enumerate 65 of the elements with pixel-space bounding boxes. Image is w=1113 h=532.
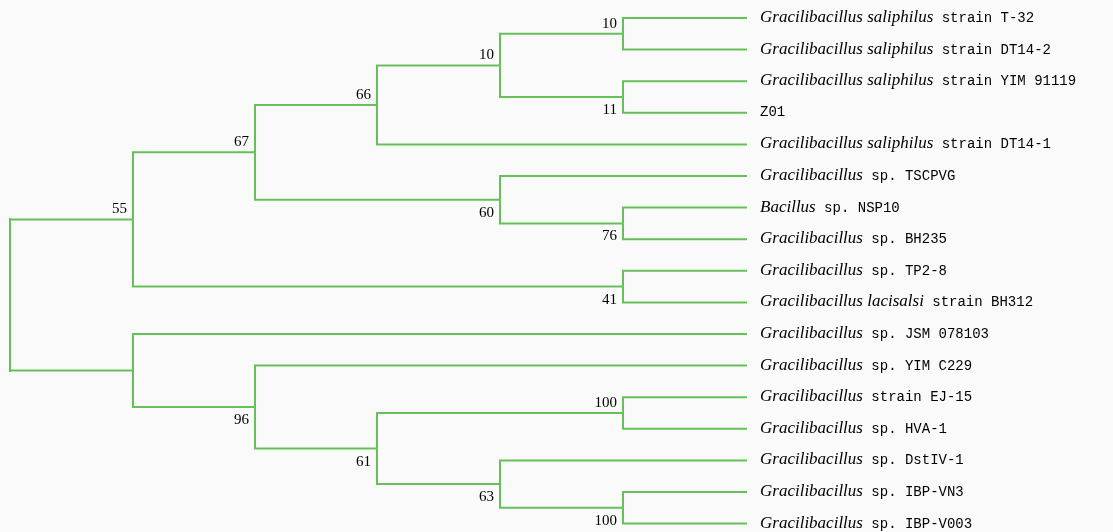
taxon-label: Gracilibacillus saliphilus strain YIM 91119 bbox=[760, 72, 1077, 90]
tree-branch bbox=[376, 103, 748, 146]
taxon-label: Gracilibacillus sp. JSM 078103 bbox=[760, 325, 989, 342]
tree-node-line bbox=[132, 333, 134, 409]
tree-branch bbox=[499, 32, 624, 67]
tree-branch bbox=[622, 32, 748, 51]
tree-branch bbox=[9, 218, 134, 221]
taxon-label: Gracilibacillus saliphilus strain T-32 bbox=[760, 9, 1035, 26]
bootstrap-value: 10 bbox=[577, 14, 617, 31]
taxon-label: Gracilibacillus lacisalsi strain BH312 bbox=[760, 293, 1034, 311]
tree-branch bbox=[622, 222, 748, 241]
tree-node-line bbox=[9, 218, 11, 372]
tree-branch bbox=[254, 406, 378, 450]
tree-branch bbox=[9, 369, 134, 372]
taxon-label: Gracilibacillus sp. IBP-VN3 bbox=[760, 483, 964, 500]
tree-branch bbox=[622, 206, 748, 225]
tree-branch bbox=[499, 483, 624, 509]
taxon-label: Gracilibacillus sp. TP2-8 bbox=[760, 261, 947, 279]
taxon-label: Z01 bbox=[760, 103, 786, 120]
bootstrap-value: 10 bbox=[454, 46, 494, 63]
tree-branch bbox=[499, 459, 748, 486]
taxon-label: Gracilibacillus sp. BH235 bbox=[760, 230, 947, 248]
tree-branch bbox=[254, 103, 378, 154]
taxon-label: Gracilibacillus strain EJ-15 bbox=[760, 388, 973, 406]
bootstrap-value: 55 bbox=[87, 200, 127, 217]
tree-branch bbox=[254, 151, 501, 201]
taxon-label: Gracilibacillus sp. HVA-1 bbox=[760, 419, 947, 437]
bootstrap-value: 66 bbox=[331, 85, 371, 102]
tree-branch bbox=[132, 406, 256, 409]
taxon-label: Bacillus sp. NSP10 bbox=[760, 198, 900, 216]
tree-branch bbox=[132, 151, 256, 221]
tree-branch bbox=[622, 491, 748, 509]
bootstrap-value: 63 bbox=[454, 488, 494, 505]
tree-branch bbox=[132, 333, 748, 335]
taxon-label: Gracilibacillus sp. YIM C229 bbox=[760, 356, 973, 374]
bootstrap-value: 67 bbox=[209, 133, 249, 150]
tree-branch bbox=[376, 64, 501, 106]
bootstrap-value: 61 bbox=[331, 452, 371, 469]
tree-branch bbox=[622, 17, 748, 35]
tree-branch bbox=[499, 175, 748, 201]
taxon-label: Gracilibacillus saliphilus strain DT14-2 bbox=[760, 40, 1051, 58]
bootstrap-value: 76 bbox=[577, 227, 617, 244]
tree-branch bbox=[254, 364, 748, 409]
taxon-label: Gracilibacillus sp. IBP-V003 bbox=[760, 514, 973, 532]
tree-branch bbox=[622, 285, 748, 304]
taxon-label: Gracilibacillus sp. DstIV-1 bbox=[760, 451, 964, 469]
taxon-label: Gracilibacillus saliphilus strain DT14-1 bbox=[760, 135, 1051, 153]
bootstrap-value: 11 bbox=[577, 101, 617, 117]
bootstrap-value: 41 bbox=[577, 290, 617, 307]
tree-branch bbox=[499, 64, 624, 98]
tree-branch bbox=[622, 269, 748, 288]
tree-branch bbox=[622, 80, 748, 98]
tree-branch bbox=[622, 96, 748, 114]
taxon-label: Gracilibacillus sp. TSCPVG bbox=[760, 167, 956, 184]
tree-branch bbox=[622, 396, 748, 414]
tree-branch bbox=[376, 447, 501, 486]
tree-branch bbox=[499, 198, 624, 225]
bootstrap-value: 60 bbox=[454, 203, 494, 220]
bootstrap-value: 100 bbox=[577, 511, 617, 528]
tree-branch bbox=[132, 218, 624, 288]
tree-branch bbox=[376, 412, 624, 450]
bootstrap-value: 96 bbox=[209, 411, 249, 428]
tree-branch bbox=[622, 412, 748, 430]
tree-branch bbox=[622, 506, 748, 525]
bootstrap-value: 100 bbox=[577, 394, 617, 410]
